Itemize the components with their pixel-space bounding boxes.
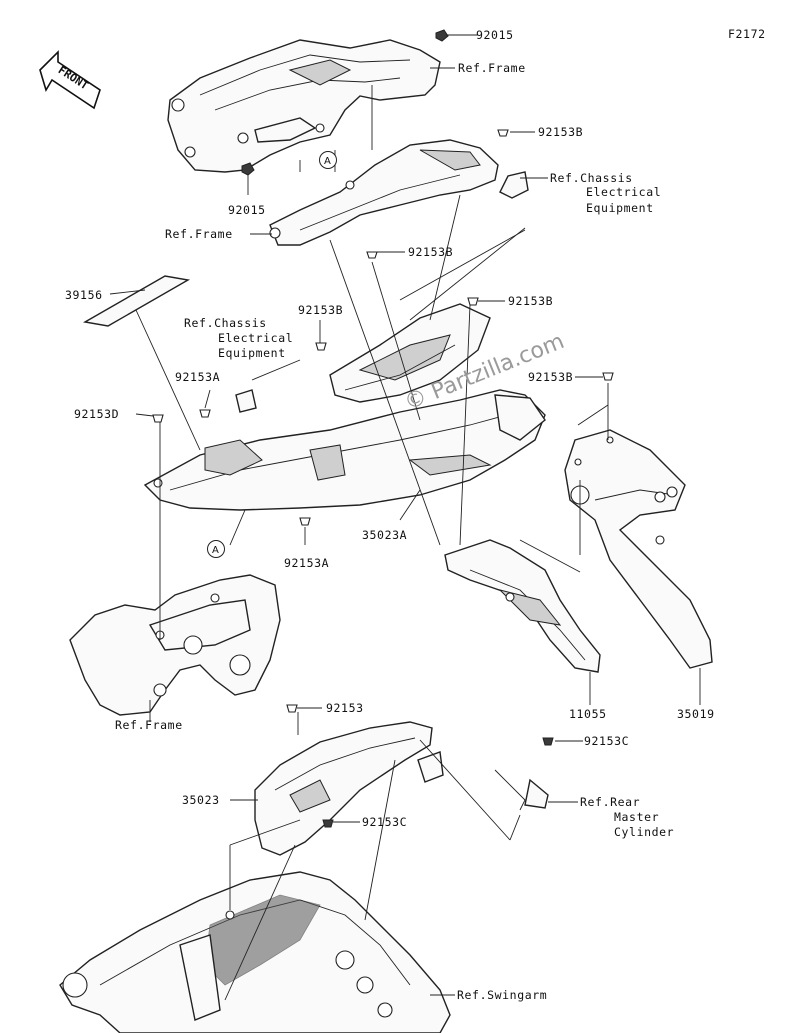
label-ref-frame-bottom: Ref.Frame bbox=[115, 718, 183, 732]
leader-lines bbox=[109, 34, 701, 1001]
label-35019: 35019 bbox=[677, 707, 715, 721]
label-ref-swingarm: Ref.Swingarm bbox=[457, 988, 547, 1002]
part-39156-sticker bbox=[82, 275, 191, 327]
label-92153b-3: 92153B bbox=[508, 294, 553, 308]
label-92153a-2: 92153A bbox=[284, 556, 329, 570]
label-92153b-1: 92153B bbox=[538, 125, 583, 139]
callout-a-top: A bbox=[319, 151, 337, 169]
chassis-clip-left bbox=[235, 389, 257, 413]
bolt-92153d-icon bbox=[152, 414, 164, 423]
swingarm bbox=[59, 871, 451, 1033]
bolt-92153b-icons bbox=[315, 129, 614, 381]
label-ref-frame-top: Ref.Frame bbox=[458, 61, 526, 75]
rear-master-clip bbox=[494, 769, 549, 811]
chassis-clip-right bbox=[499, 171, 529, 199]
diagram-code: F2172 bbox=[728, 27, 766, 41]
svg-text:A: A bbox=[212, 545, 219, 556]
label-ref-chassis-right-1: Ref.Chassis bbox=[550, 171, 633, 185]
label-92153b-2: 92153B bbox=[408, 245, 453, 259]
label-92015-left: 92015 bbox=[228, 203, 266, 217]
bolt-92015-left bbox=[241, 162, 255, 176]
part-35023a-fender bbox=[143, 389, 546, 511]
front-arrow-icon: FRONT bbox=[39, 50, 101, 110]
callout-a-bottom: A bbox=[207, 540, 225, 558]
label-39156: 39156 bbox=[65, 288, 103, 302]
label-ref-chassis-left-2: Electrical bbox=[218, 331, 293, 345]
label-92153b-5: 92153B bbox=[528, 370, 573, 384]
label-ref-chassis-right-3: Equipment bbox=[586, 201, 654, 215]
label-92153c-1: 92153C bbox=[584, 734, 629, 748]
label-11055: 11055 bbox=[569, 707, 607, 721]
part-11055-bracket bbox=[444, 539, 601, 673]
label-ref-rear-master-3: Cylinder bbox=[614, 825, 674, 839]
label-92153: 92153 bbox=[326, 701, 364, 715]
label-92015-top: 92015 bbox=[476, 28, 514, 42]
bolt-92153a-icons bbox=[199, 409, 311, 526]
label-ref-frame-mid: Ref.Frame bbox=[165, 227, 233, 241]
bolt-92153c-icons bbox=[322, 737, 554, 828]
label-35023: 35023 bbox=[182, 793, 220, 807]
label-92153c-2: 92153C bbox=[362, 815, 407, 829]
label-ref-chassis-right-2: Electrical bbox=[586, 185, 661, 199]
frame-bottom bbox=[69, 574, 281, 716]
label-35023a: 35023A bbox=[362, 528, 407, 542]
seat-bracket bbox=[329, 303, 491, 403]
part-35023-fender bbox=[254, 721, 444, 856]
part-labels: 92015 Ref.Frame 92153B Ref.Chassis Elect… bbox=[65, 28, 715, 1002]
label-92153b-4: 92153B bbox=[298, 303, 343, 317]
label-92153a-1: 92153A bbox=[175, 370, 220, 384]
bolt-92015-top bbox=[435, 29, 449, 42]
label-ref-rear-master-1: Ref.Rear bbox=[580, 795, 640, 809]
frame-mid bbox=[269, 139, 499, 246]
label-ref-chassis-left-1: Ref.Chassis bbox=[184, 316, 267, 330]
label-ref-chassis-left-3: Equipment bbox=[218, 346, 286, 360]
frame-top bbox=[167, 39, 441, 173]
bolt-92153-icon bbox=[286, 704, 298, 713]
label-92153d: 92153D bbox=[74, 407, 119, 421]
part-35019-bracket bbox=[564, 429, 713, 669]
label-ref-rear-master-2: Master bbox=[614, 810, 659, 824]
svg-text:A: A bbox=[324, 156, 331, 167]
